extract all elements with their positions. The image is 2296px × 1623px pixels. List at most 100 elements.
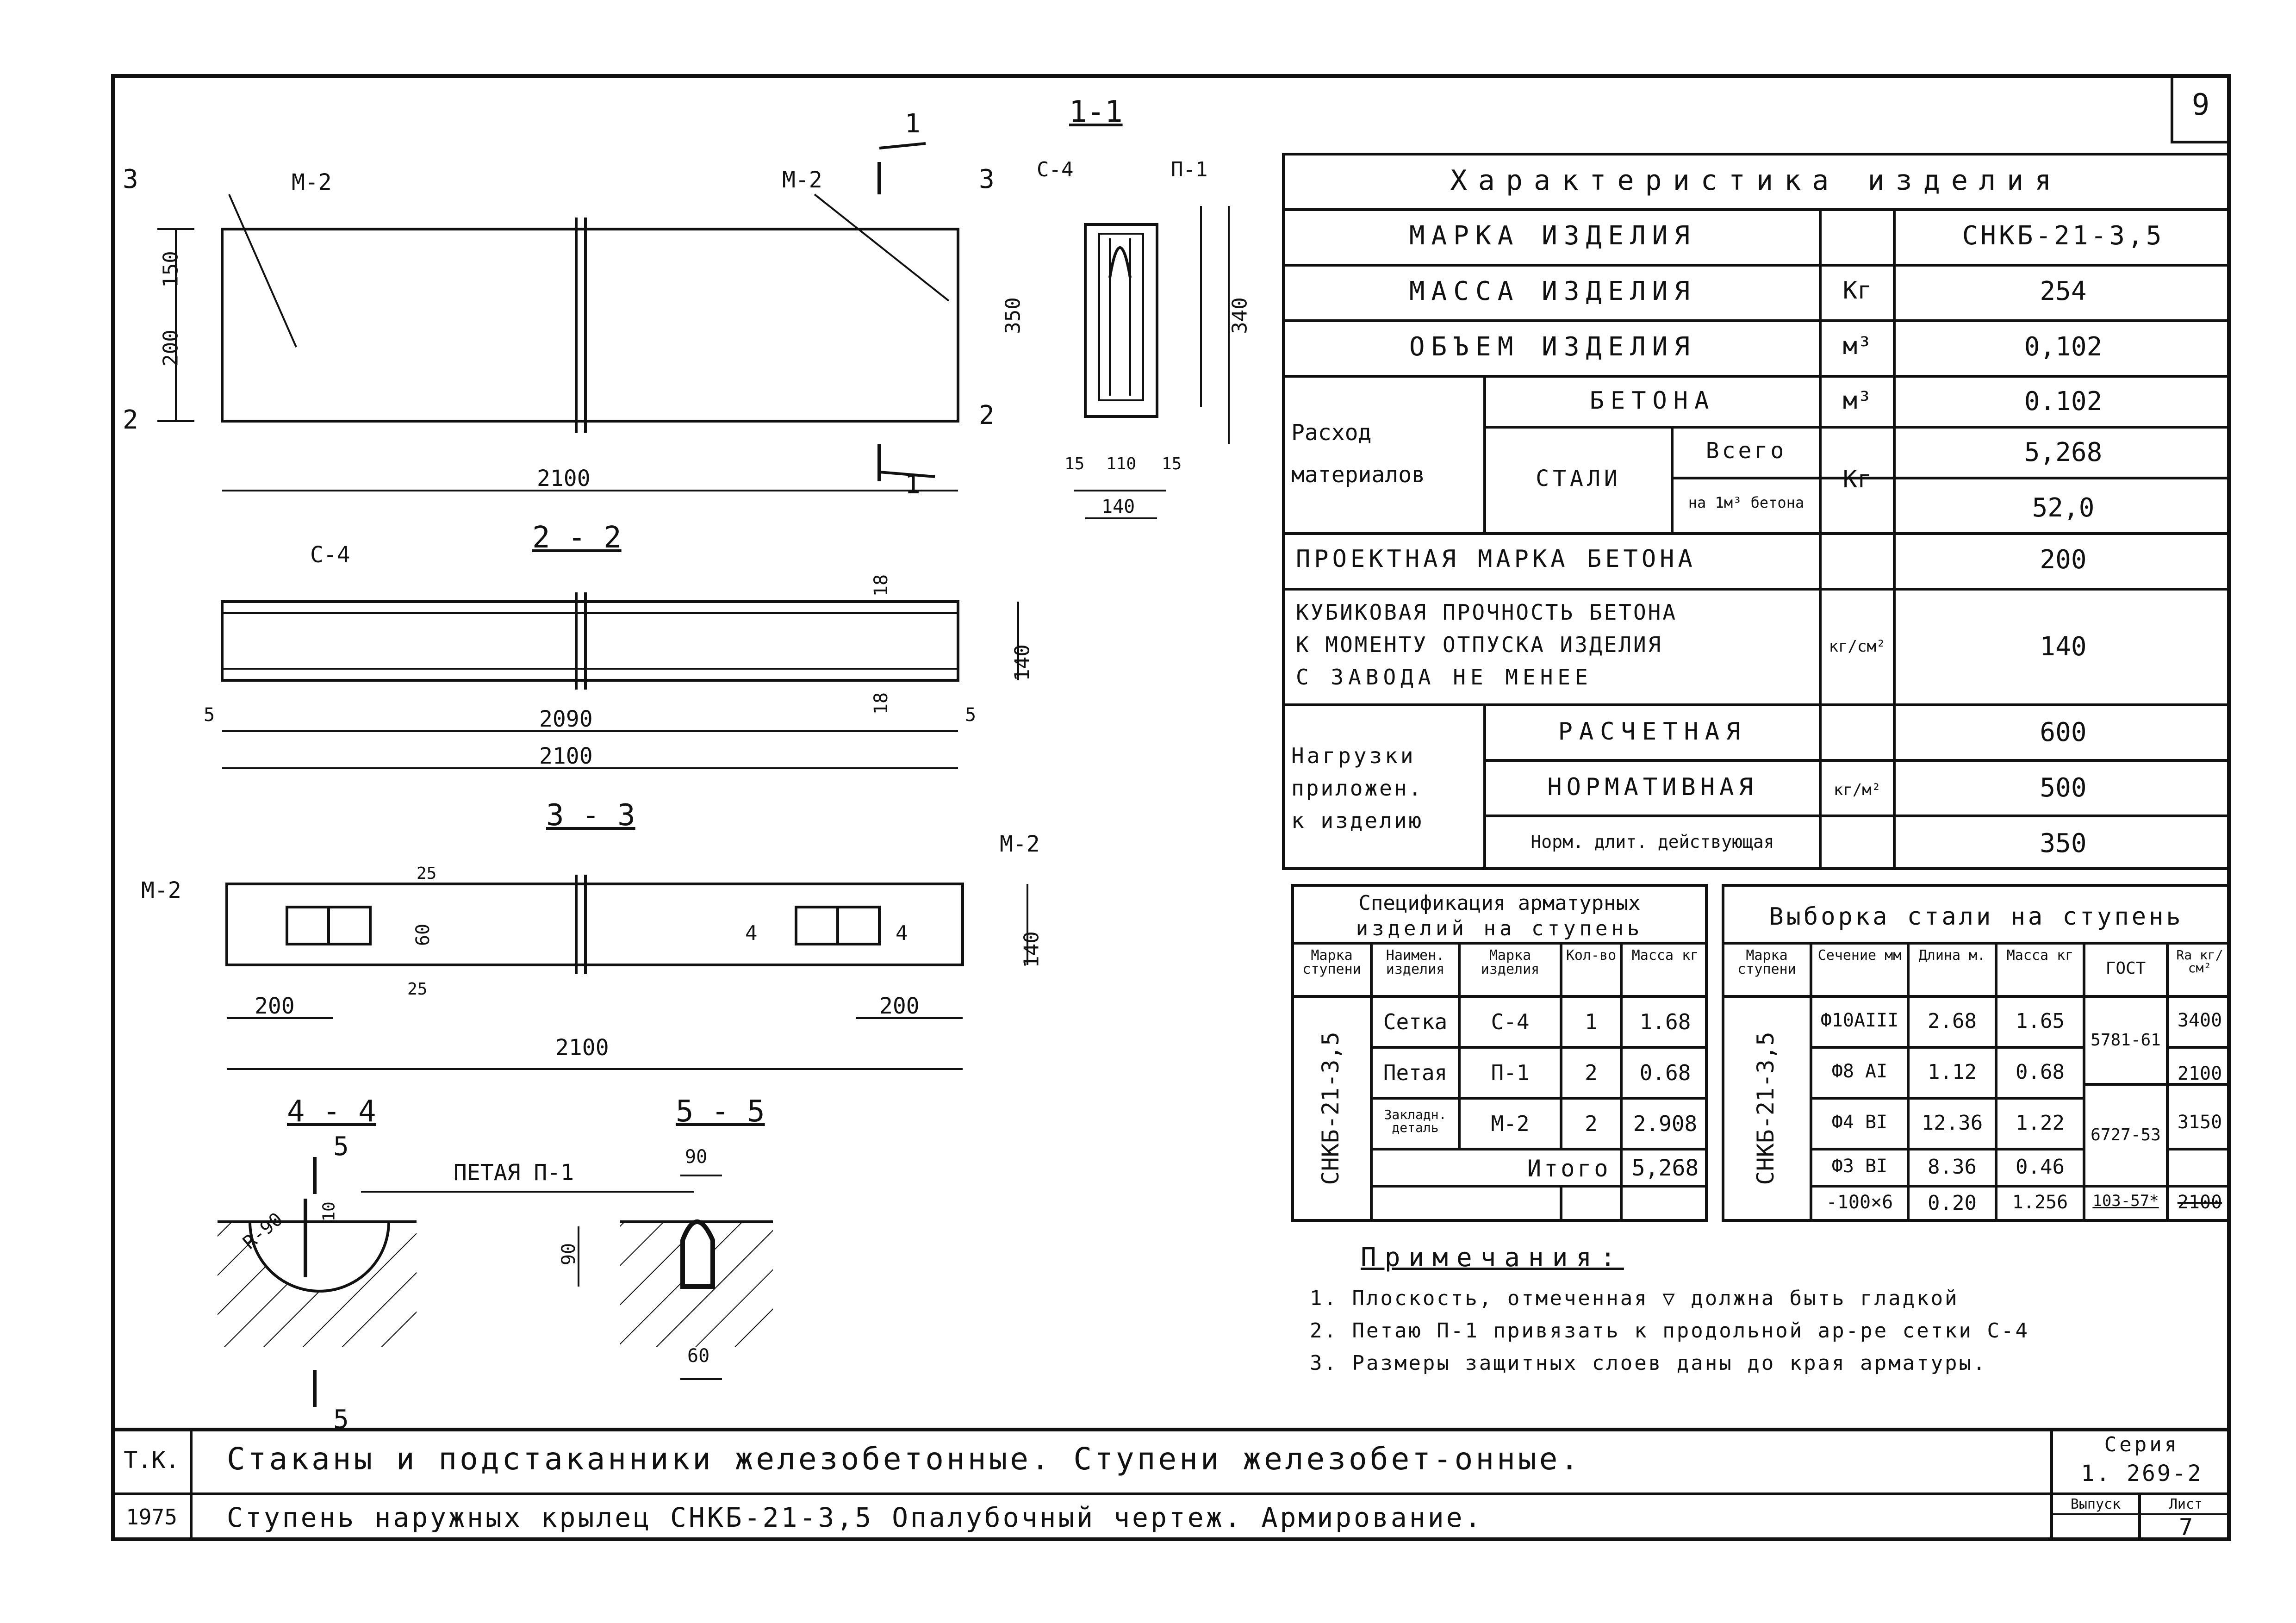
strength-unit: кг/см² [1829,637,1886,656]
label-loop-p1: ПЕТАЯ П-1 [454,1160,574,1186]
steel-ra-1: 3400 [2177,1010,2222,1031]
steel-total-label: Всего [1705,438,1787,464]
steel-row-4-length: 8.36 [1928,1155,1977,1179]
sheet-number-box [2171,74,2231,143]
volume-unit: м³ [1842,332,1872,360]
dim-25-bottom: 25 [407,980,428,999]
characteristics-title: Характеристика изделия [1450,164,2063,197]
section-3-3-title: 3 - 3 [546,798,635,833]
steel-header-gost: ГОСТ [2105,959,2146,978]
steel-row-2-length: 1.12 [1928,1060,1977,1084]
spec-total-value: 5,268 [1631,1155,1699,1181]
dim-2090: 2090 [539,706,593,732]
sheet-value: 7 [2178,1514,2193,1541]
steel-row-4-section: Ф3 ВI [1831,1156,1888,1177]
mass-value: 254 [2040,276,2087,306]
steel-row-1-mass: 1.65 [2016,1009,2065,1033]
consumption-label: Расход материалов [1291,420,1425,488]
dim-5-right: 5 [965,704,977,726]
dim-200-left: 200 [255,993,295,1019]
load-calc-value: 600 [2040,717,2087,747]
spec-header-mark: Марка изделия [1481,947,1540,977]
steel-row-5-section: -100×6 [1826,1192,1893,1213]
load-long-label: Норм. длит. действующая [1531,832,1774,852]
steel-row-3-section: Ф4 ВI [1831,1112,1888,1133]
section-1-1-outline [1084,223,1158,418]
dim-90: 90 [685,1146,708,1168]
dim-200-right: 200 [879,993,920,1019]
steel-header-section: Сечение мм [1817,947,1902,964]
sheet-label: Лист [2169,1496,2203,1512]
spec-row-3-mass: 2.908 [1633,1111,1698,1136]
cut-mark-1-bottom: 1 [905,470,921,500]
section-2-2-title: 2 - 2 [532,521,622,555]
dim-5-left: 5 [204,704,215,726]
brand-label: МАРКА ИЗДЕЛИЯ [1409,221,1697,251]
loads-label-2: приложен. [1291,776,1424,801]
spec-row-3-mark: М-2 [1491,1111,1530,1136]
steel-ra-3: 3150 [2177,1112,2222,1133]
spec-row-1-qty: 1 [1585,1009,1598,1034]
load-long-value: 350 [2040,828,2087,858]
dim-110: 110 [1106,454,1137,473]
spec-row-2-mark: П-1 [1491,1060,1530,1085]
cut-mark-1-top: 1 [905,109,921,139]
steel-per-label: на 1м³ бетона [1688,494,1804,511]
steel-row-5-mass: 1.256 [2012,1192,2068,1213]
spec-header-qty: Кол-во [1566,947,1617,964]
cut-mark-3-right: 3 [979,164,995,194]
mass-label: МАССА ИЗДЕЛИЯ [1409,276,1697,306]
series-label: Серия [2104,1433,2180,1456]
mass-unit: Кг [1842,277,1872,305]
dim-350: 350 [1001,297,1025,334]
label-m2-sec3-left: М-2 [141,877,181,903]
section-2-2-outline [221,600,959,682]
dim-200-height: 200 [159,330,183,367]
title-block-top [111,1428,2231,1431]
spec-row-2-mass: 0.68 [1639,1060,1691,1085]
steel-ra-4: 2100 [2177,1192,2222,1213]
spec-total-label: Итого [1527,1155,1611,1182]
dim-140-sec3: 140 [1020,931,1044,968]
steel-row-1-section: Ф10АIII [1820,1010,1899,1031]
steel-unit: Кг [1842,466,1872,493]
dim-2100-elev: 2100 [537,466,591,491]
spec-row-3-name: Закладн. деталь [1384,1107,1447,1135]
steel-row-1-length: 2.68 [1928,1009,1977,1033]
dim-340: 340 [1228,297,1252,334]
strength-label-1: КУБИКОВАЯ ПРОЧНОСТЬ БЕТОНА [1296,600,1678,625]
dim-2100-sec2: 2100 [539,743,593,769]
section-4-4-recess [249,1221,390,1293]
dim-60-sec5: 60 [687,1345,710,1367]
steel-row-2-mass: 0.68 [2016,1060,2065,1084]
section-3-3-outline [225,883,964,966]
steel-row-3-length: 12.36 [1921,1111,1983,1135]
sheet-number: 9 [2191,88,2210,122]
spec-row-2-qty: 2 [1585,1060,1598,1085]
note-2: 2. Петаю П-1 привязать к продольной ар-р… [1310,1319,2030,1343]
steel-brand: СНКБ-21-3,5 [1752,1032,1779,1185]
steel-table [1722,884,2231,1222]
concrete-label: БЕТОНА [1589,387,1716,415]
load-calc-label: РАСЧЕТНАЯ [1558,718,1747,746]
steel-ra-2: 2100 [2177,1063,2222,1084]
notes-title: Примечания: [1361,1243,1624,1273]
loads-label-3: к изделию [1291,808,1424,833]
dim-10: 10 [319,1201,339,1222]
label-p1-sec1: П-1 [1171,158,1208,181]
steel-label: СТАЛИ [1536,466,1621,491]
steel-header-brand: Марка ступени [1737,947,1796,977]
dim-140-sec2: 140 [1010,644,1034,681]
spec-row-2-name: Петая [1383,1060,1448,1085]
spec-row-1-mark: С-4 [1491,1009,1530,1034]
spec-title-2: изделий на ступень [1356,917,1643,940]
steel-gost-3: 103-57* [2092,1192,2159,1210]
strength-label-3: С ЗАВОДА НЕ МЕНЕЕ [1296,665,1593,690]
steel-row-2-section: Ф8 АI [1831,1061,1888,1082]
spec-table [1291,884,1708,1222]
steel-total-value: 5,268 [2024,437,2103,467]
spec-header-mass: Масса кг [1631,947,1699,964]
spec-row-1-name: Сетка [1383,1009,1448,1034]
note-1: 1. Плоскость, отмеченная ▽ должна быть г… [1310,1287,1959,1310]
